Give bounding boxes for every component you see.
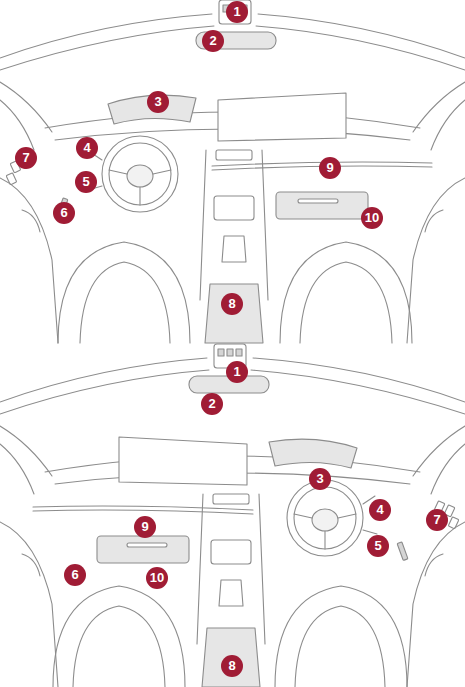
- callout-number: 6: [53, 202, 75, 224]
- callout-number: 7: [426, 509, 448, 531]
- callout-number: 3: [309, 468, 331, 490]
- callout-number: 10: [146, 567, 168, 589]
- callout-number: 8: [221, 655, 243, 677]
- callout-number: 6: [64, 564, 86, 586]
- lhd-cabin: [0, 0, 465, 343]
- callout-number: 2: [202, 30, 224, 52]
- callout-number: 8: [221, 293, 243, 315]
- callout-number: 2: [201, 393, 223, 415]
- callout-number: 7: [15, 147, 37, 169]
- callout-number: 10: [361, 207, 383, 229]
- callout-number: 4: [369, 499, 391, 521]
- callout-number: 1: [226, 361, 248, 383]
- callout-number: 9: [319, 157, 341, 179]
- callout-number: 3: [147, 91, 169, 113]
- callout-number: 9: [134, 516, 156, 538]
- rhd-cabin: [0, 344, 465, 687]
- callout-number: 5: [367, 535, 389, 557]
- callout-number: 1: [226, 1, 248, 23]
- callout-number: 5: [75, 171, 97, 193]
- callout-number: 4: [76, 137, 98, 159]
